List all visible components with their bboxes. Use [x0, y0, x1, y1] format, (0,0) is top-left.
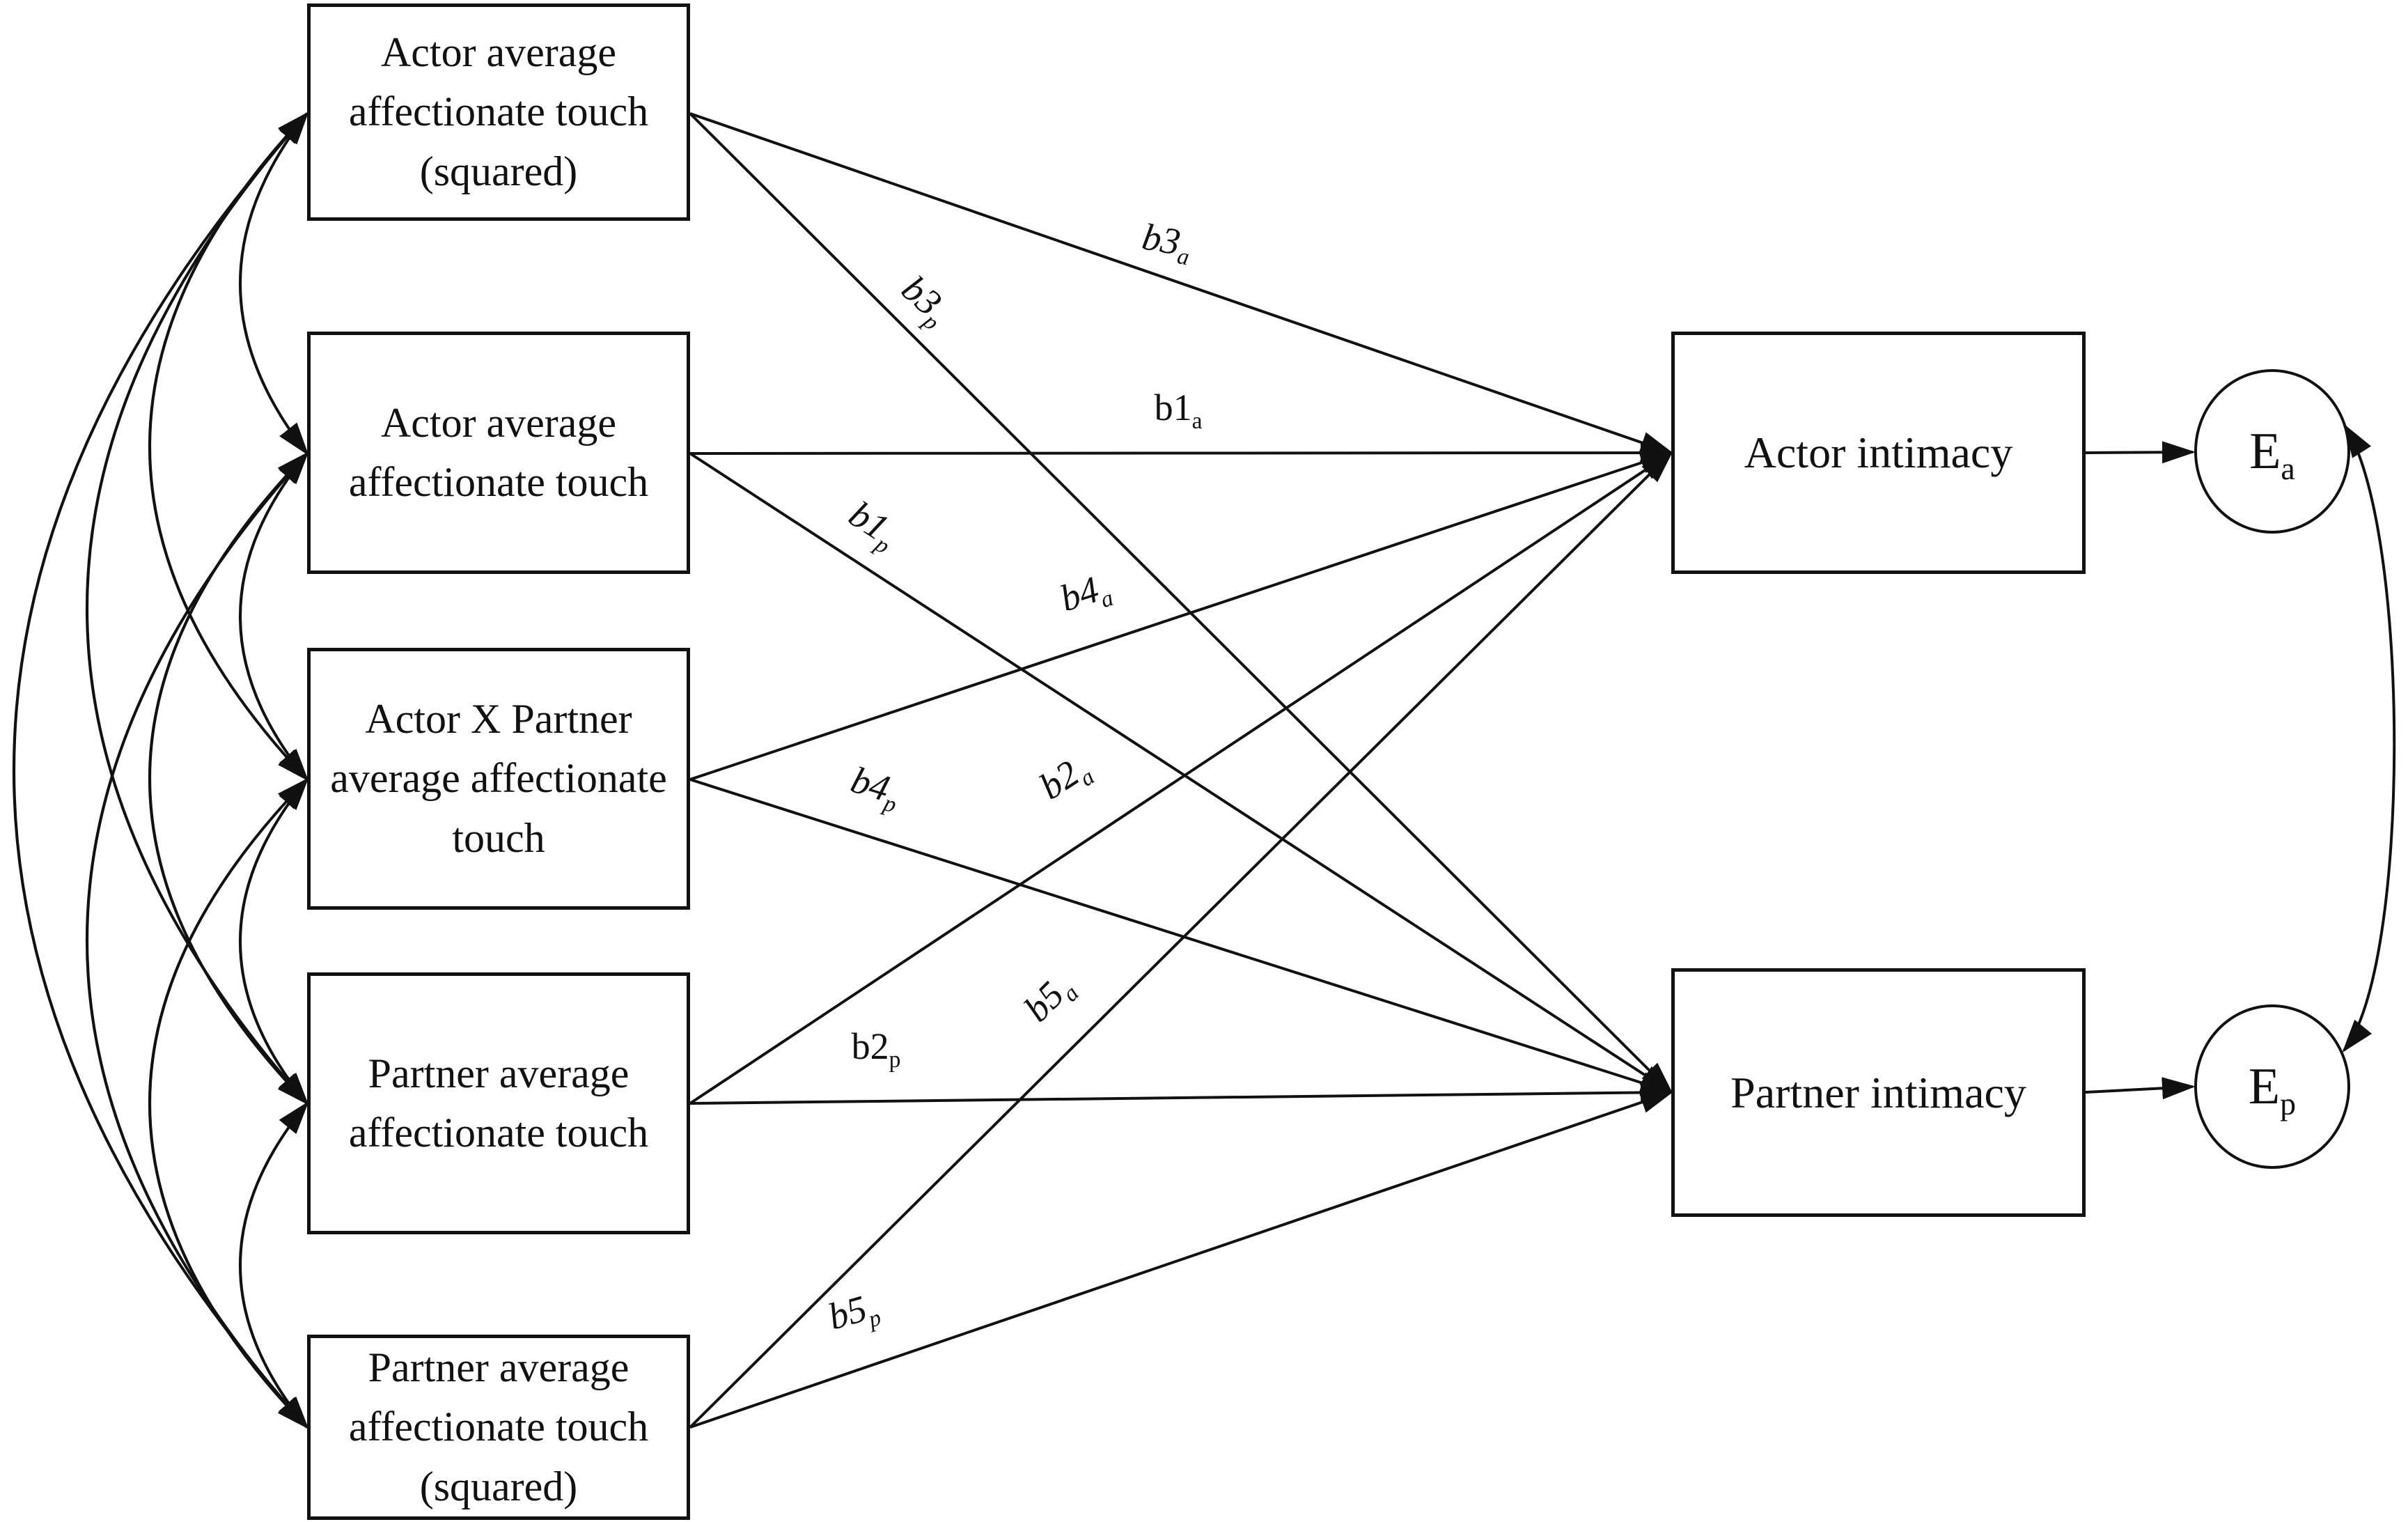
- predictor-box-actor-average-affectionate-touch-squared: Actor average affectionate touch (square…: [307, 3, 690, 221]
- correlation-arc-2-3: [239, 451, 309, 782]
- error-label: Ea: [2249, 422, 2295, 486]
- correlation-arc-1-5: [13, 111, 309, 1429]
- predictor-label: Partner average affectionate touch: [348, 1050, 649, 1156]
- predictor-label: Partner average affectionate touch (squa…: [348, 1344, 649, 1509]
- correlation-arc-1-4: [86, 111, 309, 1105]
- path-line-b3a: [689, 112, 1674, 454]
- path-line-b4p: [689, 778, 1674, 1094]
- predictor-box-partner-average-affectionate-touch-squared: Partner average affectionate touch (squa…: [307, 1335, 690, 1520]
- predictor-label: Actor average affectionate touch (square…: [348, 29, 649, 194]
- correlation-arc-4-5: [239, 1101, 309, 1430]
- predictor-box-actor-x-partner-average-affectionate-touch: Actor X Partner average affectionate tou…: [307, 648, 690, 910]
- outcome-label: Partner intimacy: [1730, 1067, 2026, 1117]
- predictor-label: Actor average affectionate touch: [348, 399, 649, 505]
- outcome-label: Actor intimacy: [1744, 428, 2013, 478]
- path-line-b5p: [689, 1091, 1674, 1429]
- arrow-partner-intimacy-to-ep: [2085, 1077, 2196, 1100]
- correlation-arc-2-5: [86, 451, 309, 1429]
- outcome-box-actor-intimacy: Actor intimacy: [1671, 332, 2086, 574]
- path-line-b1p: [689, 452, 1674, 1094]
- path-line-b2a: [689, 451, 1674, 1105]
- path-line-b5a: [689, 451, 1673, 1429]
- error-term-ea: Ea: [2194, 369, 2350, 534]
- correlation-arc-ea-ep: [2342, 424, 2396, 1053]
- outcome-box-partner-intimacy: Partner intimacy: [1671, 968, 2086, 1217]
- predictor-label: Actor X Partner average affectionate tou…: [330, 696, 667, 861]
- path-label-b1a: b1a: [1154, 387, 1203, 434]
- path-label-b3a: b3a: [1139, 215, 1191, 271]
- path-line-b4a: [689, 451, 1674, 781]
- predictor-box-actor-average-affectionate-touch: Actor average affectionate touch: [307, 332, 690, 574]
- correlation-arc-3-4: [239, 777, 309, 1106]
- path-line-b3p: [689, 112, 1673, 1094]
- error-term-ep: Ep: [2194, 1004, 2350, 1169]
- arrow-actor-intimacy-to-ea: [2085, 441, 2196, 464]
- path-label-b2p: b2p: [851, 1025, 901, 1073]
- correlation-arc-1-2: [239, 111, 309, 456]
- predictor-box-partner-average-affectionate-touch: Partner average affectionate touch: [307, 972, 690, 1234]
- path-line-b2p: [689, 1081, 1674, 1105]
- error-label: Ep: [2248, 1057, 2297, 1121]
